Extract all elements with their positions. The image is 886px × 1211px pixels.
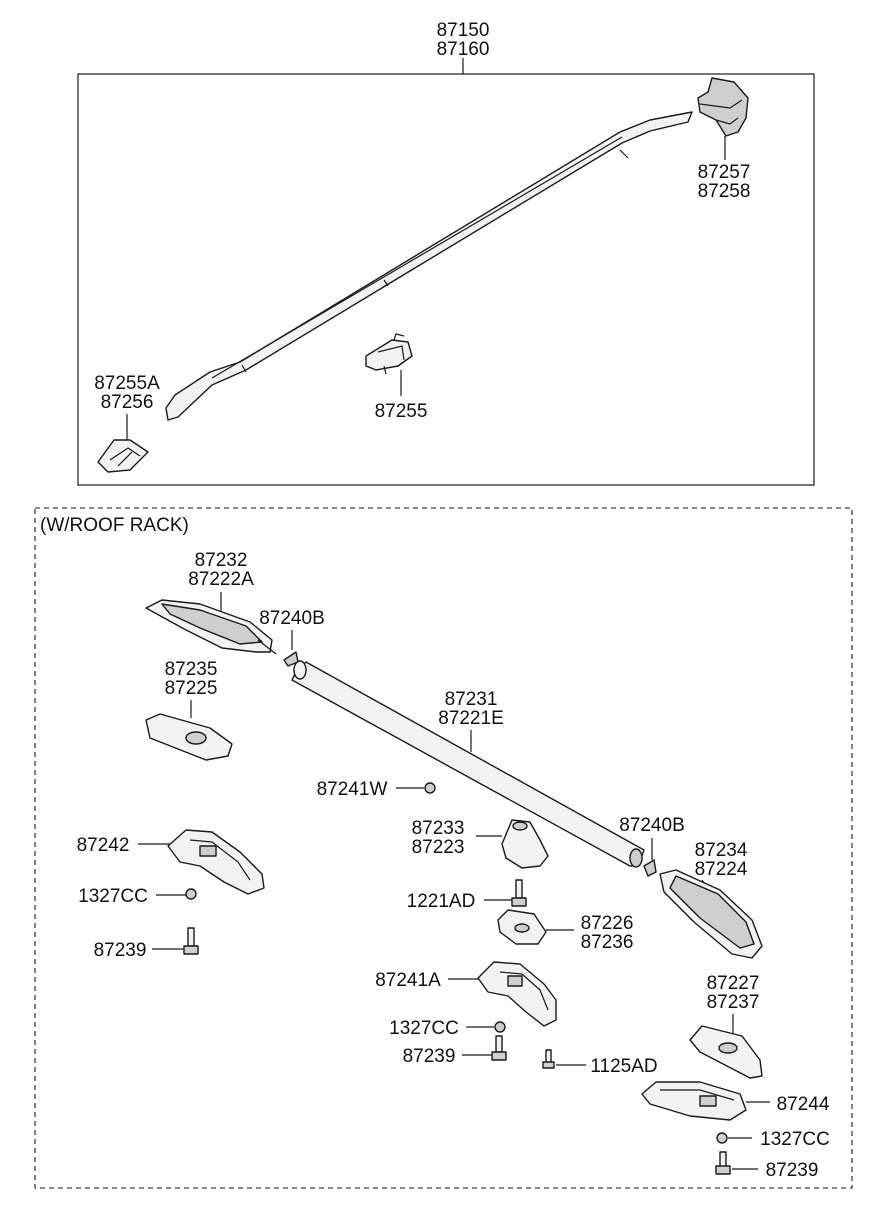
front-pad-code-1: 87235 — [165, 659, 218, 680]
rear-seal-code: 87240B — [619, 815, 685, 836]
rear-end-cap-code-2: 87258 — [698, 181, 751, 202]
center-pad-code-1: 87226 — [581, 913, 634, 934]
cross-bar-code-1: 87231 — [445, 689, 498, 710]
center-screw — [511, 879, 527, 907]
front-cover-code-2: 87222A — [188, 569, 254, 590]
center-pad-code-2: 87236 — [581, 932, 634, 953]
center-pad — [497, 909, 547, 945]
roof-rack-frame — [34, 507, 853, 1189]
center-screw-2 — [542, 1049, 555, 1069]
top-group-frame — [77, 73, 815, 486]
rear-cover-code-1: 87234 — [695, 840, 748, 861]
rail-clip — [365, 333, 413, 375]
rear-end-cap-code-1: 87257 — [698, 162, 751, 183]
center-nut — [494, 1021, 506, 1033]
center-cover — [501, 819, 549, 869]
rear-pad-code-2: 87237 — [707, 992, 760, 1013]
rail-clip-code: 87255 — [375, 401, 428, 422]
roof-rack-title: (W/ROOF RACK) — [40, 515, 189, 536]
front-cover-code-1: 87232 — [195, 550, 248, 571]
center-bracket — [477, 961, 557, 1027]
front-seal-code: 87240B — [259, 608, 325, 629]
roof-rail — [165, 111, 693, 421]
rear-bracket-code: 87244 — [777, 1094, 830, 1115]
front-end-cap-code-1: 87255A — [94, 373, 160, 394]
front-pad — [145, 713, 233, 761]
front-bracket-code: 87242 — [77, 835, 130, 856]
nut-code: 87241W — [317, 779, 388, 800]
center-cover-code-2: 87223 — [412, 837, 465, 858]
rear-end-cap — [697, 77, 749, 137]
rear-cover — [659, 869, 763, 959]
rear-seal — [643, 859, 657, 877]
center-cover-code-1: 87233 — [412, 818, 465, 839]
front-nut — [185, 888, 197, 900]
rear-nut — [716, 1132, 728, 1144]
center-nut-code: 1327CC — [389, 1018, 459, 1039]
rear-bolt-code: 87239 — [766, 1160, 819, 1181]
center-screw-2-code: 1125AD — [590, 1056, 657, 1077]
cross-bar — [291, 660, 645, 868]
center-screw-code: 1221AD — [407, 891, 476, 912]
rail-code-1: 87150 — [437, 20, 490, 41]
front-bolt — [183, 927, 199, 955]
front-pad-code-2: 87225 — [165, 678, 218, 699]
rear-bolt — [715, 1151, 731, 1175]
rear-pad-code-1: 87227 — [707, 973, 760, 994]
center-bolt — [491, 1035, 507, 1061]
front-bracket — [167, 829, 265, 895]
center-bolt-code: 87239 — [403, 1046, 456, 1067]
nut — [424, 782, 436, 794]
rear-cover-code-2: 87224 — [695, 859, 748, 880]
rear-pad — [689, 1025, 763, 1079]
rail-code-2: 87160 — [437, 39, 490, 60]
front-end-cap — [97, 439, 149, 473]
front-cover — [145, 599, 277, 655]
front-nut-code: 1327CC — [78, 886, 148, 907]
rear-bracket — [641, 1081, 747, 1121]
center-bracket-code: 87241A — [375, 970, 441, 991]
rear-nut-code: 1327CC — [760, 1129, 830, 1150]
front-end-cap-code-2: 87256 — [101, 392, 154, 413]
front-bolt-code: 87239 — [94, 940, 147, 961]
cross-bar-code-2: 87221E — [438, 708, 504, 729]
